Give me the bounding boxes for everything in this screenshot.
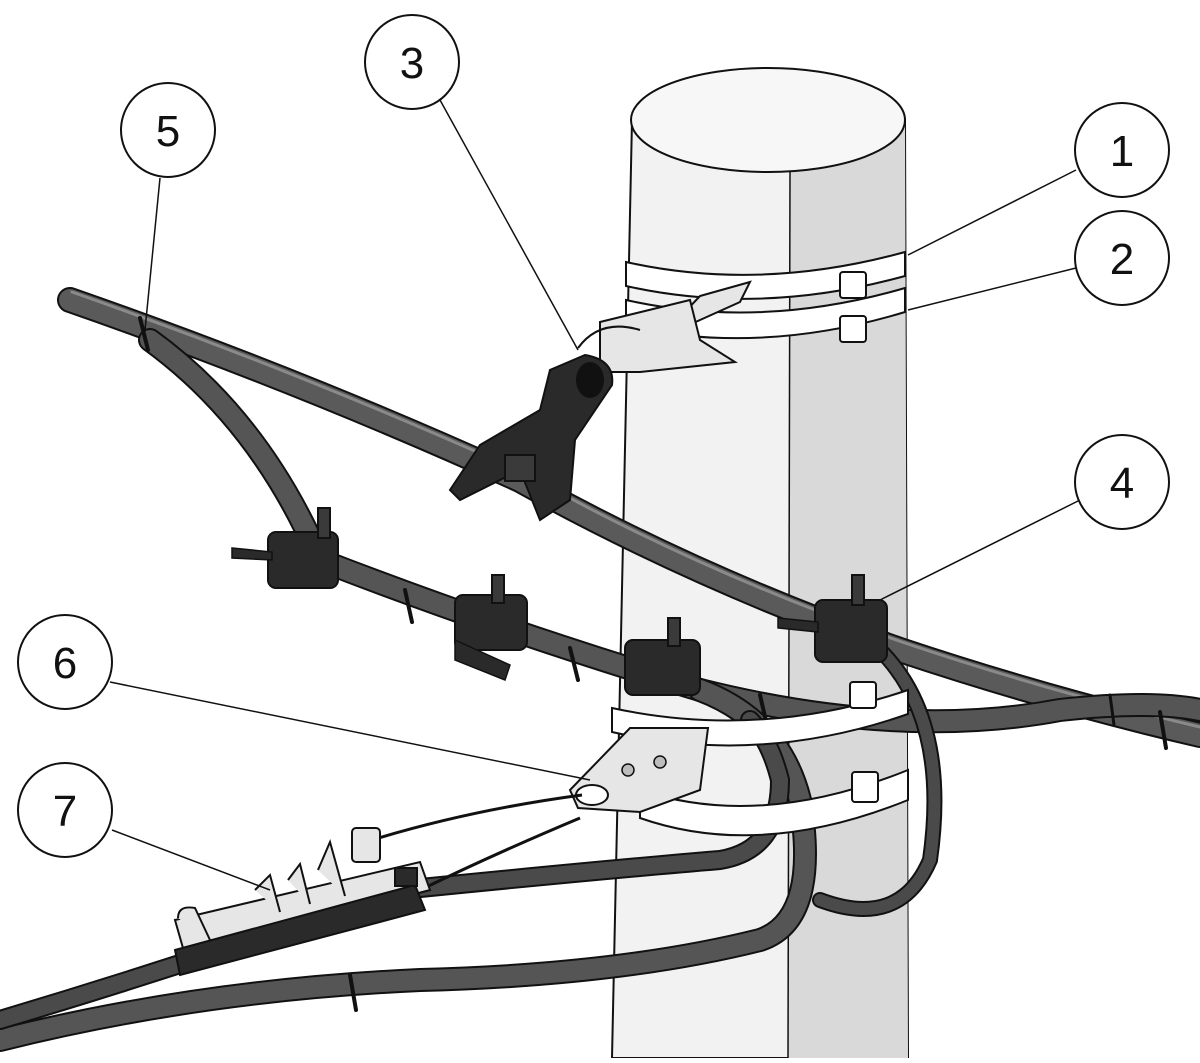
leader-line-7 (111, 829, 271, 891)
callout-4: 4 (1074, 434, 1170, 530)
leader-line-4 (879, 499, 1081, 601)
callout-5: 5 (120, 82, 216, 178)
callout-label-1: 1 (1110, 127, 1134, 176)
lower-bracket (568, 727, 710, 814)
callout-3: 3 (364, 14, 460, 110)
callout-7: 7 (17, 762, 113, 858)
leader-line-3 (439, 99, 579, 351)
leader-line-5 (144, 177, 161, 331)
callout-2: 2 (1074, 210, 1170, 306)
leader-line-1 (907, 169, 1077, 256)
upper-bracket (577, 280, 752, 373)
suspension-clamp (448, 353, 614, 522)
leader-line-2 (907, 267, 1077, 311)
piercing-clamp-1 (231, 507, 339, 589)
callout-label-4: 4 (1110, 459, 1134, 508)
band-buckle-icon (839, 315, 867, 343)
piercing-clamp-2 (454, 574, 528, 681)
lower-band-2 (639, 768, 909, 837)
callout-label-2: 2 (1110, 235, 1134, 284)
callout-label-3: 3 (400, 39, 424, 88)
callout-6: 6 (17, 614, 113, 710)
callout-label-7: 7 (53, 787, 77, 836)
band-buckle-icon (851, 771, 879, 803)
leader-line-6 (109, 681, 591, 781)
piercing-clamp-3 (624, 617, 701, 696)
band-buckle-icon (839, 271, 867, 299)
callout-label-5: 5 (156, 107, 180, 156)
leader-lines (109, 99, 1081, 891)
tension-clamp (173, 827, 432, 977)
band-buckle-icon (849, 681, 877, 709)
piercing-clamp-4 (777, 574, 888, 663)
callout-label-6: 6 (53, 639, 77, 688)
callout-1: 1 (1074, 102, 1170, 198)
